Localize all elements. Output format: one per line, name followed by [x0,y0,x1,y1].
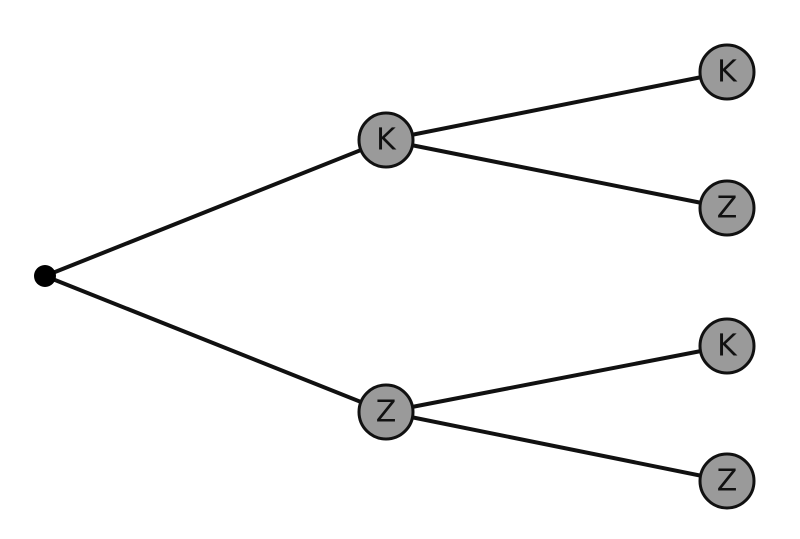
node-k-z: Z [698,179,756,237]
node-k-z-label: Z [717,191,738,226]
node-z-label: Z [376,395,397,430]
node-k-circle [357,111,415,169]
edge-k-to-k [384,70,729,142]
node-z-z-label: Z [717,464,738,499]
node-k-label: K [376,123,397,158]
edge-z-to-k [384,344,729,414]
node-k-k-circle [698,43,756,101]
node-z-z: Z [698,452,756,510]
node-z-k-circle [698,317,756,375]
node-k-k: K [698,43,756,101]
edge-root-to-z [43,274,388,414]
node-z-k-label: K [717,329,738,364]
edge-root-to-k [43,138,388,278]
edge-k-to-z [384,138,729,210]
node-z-circle [357,383,415,441]
node-z-k: K [698,317,756,375]
node-k-k-label: K [717,55,738,90]
node-z-z-circle [698,452,756,510]
root-node [34,265,56,287]
node-k-z-circle [698,179,756,237]
node-k: K [357,111,415,169]
node-z: Z [357,383,415,441]
edge-z-to-z [384,410,729,483]
